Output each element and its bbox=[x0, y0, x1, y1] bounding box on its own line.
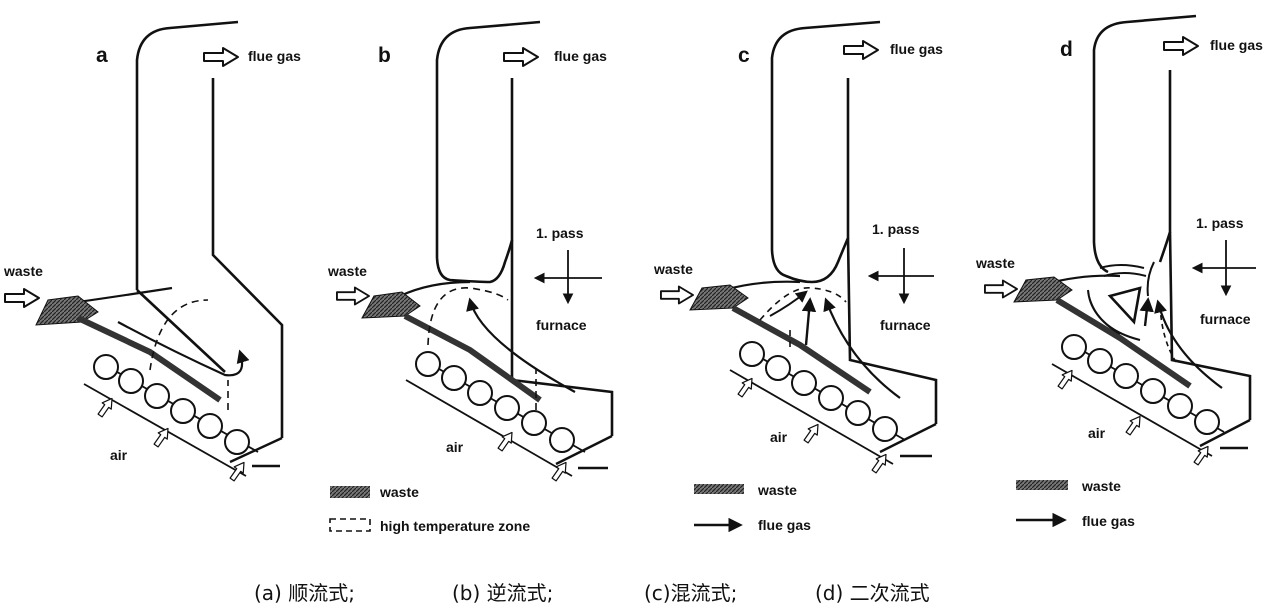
air-arrow-icon bbox=[1054, 366, 1078, 392]
waste-feed-arrow-icon bbox=[335, 286, 371, 306]
legend-flue-label: flue gas bbox=[1082, 513, 1135, 529]
air-label: air bbox=[770, 429, 788, 445]
panel-d: d flue gas waste air 1. pass furnace was… bbox=[975, 14, 1263, 529]
panel-letter: d bbox=[1060, 38, 1073, 61]
waste-pile-icon bbox=[689, 284, 749, 311]
air-label: air bbox=[1088, 425, 1106, 441]
waste-feed-arrow-icon bbox=[659, 285, 695, 305]
grate-rollers bbox=[729, 341, 906, 465]
air-arrow-icon bbox=[94, 394, 118, 420]
waste-label: waste bbox=[3, 263, 43, 279]
flue-gas-label: flue gas bbox=[890, 41, 943, 57]
grate-rollers bbox=[405, 351, 586, 477]
furnace-label: furnace bbox=[1200, 311, 1251, 327]
pass-label: 1. pass bbox=[536, 225, 584, 241]
legend-zone-swatch bbox=[329, 518, 371, 532]
panel-letter: b bbox=[378, 44, 391, 67]
pass-label: 1. pass bbox=[872, 221, 920, 237]
caption-d: (d) 二次流式 bbox=[815, 581, 930, 605]
air-arrow-icon bbox=[800, 420, 824, 446]
waste-feed-arrow-icon bbox=[983, 279, 1019, 299]
flue-gas-arrow-icon bbox=[203, 47, 239, 67]
flue-gas-label: flue gas bbox=[1210, 37, 1263, 53]
panel-c: c flue gas waste air 1. pass furnace was… bbox=[653, 20, 943, 533]
flue-gas-arrow-icon bbox=[503, 47, 539, 67]
legend-flue-label: flue gas bbox=[758, 517, 811, 533]
waste-label: waste bbox=[327, 263, 367, 279]
legend-waste-label: waste bbox=[757, 482, 797, 498]
legend-waste-label: waste bbox=[379, 484, 419, 500]
stack-outer-wall bbox=[135, 20, 239, 290]
panel-letter: c bbox=[738, 44, 750, 67]
air-arrow-icon bbox=[868, 450, 892, 476]
caption-b: (b) 逆流式; bbox=[452, 581, 553, 605]
legend-waste-label: waste bbox=[1081, 478, 1121, 494]
legend-waste-swatch bbox=[694, 484, 744, 494]
flue-gas-label: flue gas bbox=[248, 48, 301, 64]
panel-a: a flue gas waste air bbox=[3, 20, 301, 484]
waste-pile-icon bbox=[1013, 276, 1073, 303]
air-arrow-icon bbox=[1122, 412, 1146, 438]
grate-rollers bbox=[1051, 334, 1225, 457]
legend-waste-swatch bbox=[1016, 480, 1068, 490]
waste-feed-arrow-icon bbox=[4, 288, 40, 308]
waste-pile-icon bbox=[361, 291, 421, 319]
flue-gas-arrow-icon bbox=[843, 40, 879, 60]
caption-c: (c)混流式; bbox=[644, 581, 737, 605]
stack-inner-wall bbox=[211, 78, 284, 438]
waste-label: waste bbox=[975, 255, 1015, 271]
furnace-label: furnace bbox=[536, 317, 587, 333]
waste-label: waste bbox=[653, 261, 693, 277]
pass-label: 1. pass bbox=[1196, 215, 1244, 231]
panel-b: b flue gas waste air 1. pass furnace was… bbox=[327, 20, 614, 534]
caption-a: (a) 顺流式; bbox=[254, 581, 355, 605]
captions: (a) 顺流式; (b) 逆流式; (c)混流式; (d) 二次流式 bbox=[254, 581, 930, 605]
flue-gas-label: flue gas bbox=[554, 48, 607, 64]
flue-gas-arrow-icon bbox=[1163, 36, 1199, 56]
air-label: air bbox=[446, 439, 464, 455]
legend-zone-label: high temperature zone bbox=[380, 518, 530, 534]
panel-letter: a bbox=[96, 44, 108, 67]
air-label: air bbox=[110, 447, 128, 463]
legend-waste-swatch bbox=[330, 486, 370, 498]
furnace-label: furnace bbox=[880, 317, 931, 333]
